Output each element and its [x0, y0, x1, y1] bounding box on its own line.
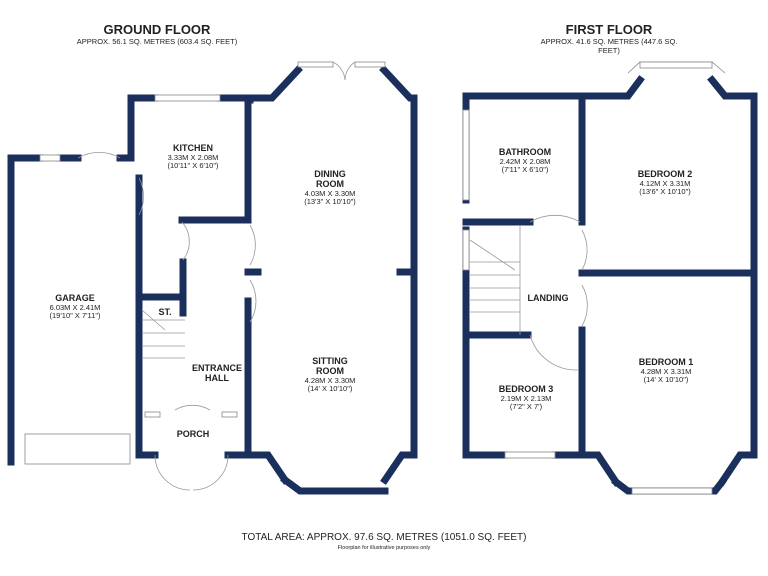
- room-size-metric: 4.28M X 3.30M: [304, 375, 356, 385]
- first-floor-heading: FIRST FLOOR APPROX. 41.6 SQ. METRES (447…: [530, 22, 689, 55]
- room-bathroom: BATHROOM 2.42M X 2.08M (7'11" X 6'10"): [498, 147, 552, 175]
- room-name: PORCH: [176, 429, 210, 439]
- ground-floor-heading: GROUND FLOOR APPROX. 56.1 SQ. METRES (60…: [77, 22, 237, 46]
- room-name: KITCHEN: [173, 143, 213, 153]
- room-kitchen: KITCHEN 3.33M X 2.08M (10'11" X 6'10"): [167, 143, 219, 171]
- room-dining: DINING ROOM 4.03M X 3.30M (13'3" X 10'10…: [300, 169, 360, 207]
- ground-floor-walls: [7, 65, 418, 485]
- room-name: BATHROOM: [498, 147, 552, 157]
- room-size-imperial: (19'10" X 7'11"): [49, 311, 101, 321]
- ground-floor-title: GROUND FLOOR: [103, 22, 211, 37]
- room-bedroom-1: BEDROOM 1 4.28M X 3.31M (14' X 10'10"): [638, 357, 694, 385]
- room-name: LANDING: [527, 293, 569, 303]
- first-floor-doors: [469, 214, 588, 371]
- room-entrance-hall: ENTRANCE HALL: [190, 363, 245, 384]
- room-sitting: SITTING ROOM 4.28M X 3.30M (14' X 10'10"…: [300, 356, 360, 394]
- first-floor-walls: [462, 75, 758, 487]
- ground-floor-area: APPROX. 56.1 SQ. METRES (603.4 SQ. FEET): [76, 37, 238, 46]
- room-porch: PORCH: [176, 429, 210, 440]
- room-size-metric: 4.28M X 3.31M: [640, 366, 692, 376]
- room-size-imperial: (14' X 10'10"): [643, 375, 689, 385]
- total-area: TOTAL AREA: APPROX. 97.6 SQ. METRES (105…: [241, 532, 527, 543]
- room-name: SITTING ROOM: [312, 356, 348, 376]
- ground-floor-windows: [24, 61, 389, 495]
- first-floor-windows: [462, 61, 727, 495]
- room-name: BEDROOM 3: [498, 384, 554, 394]
- room-size-metric: 4.03M X 3.30M: [304, 188, 356, 198]
- room-name: ST.: [158, 307, 172, 317]
- room-size-imperial: (7'2" X 7'): [509, 402, 543, 412]
- room-size-metric: 3.33M X 2.08M: [167, 152, 219, 162]
- room-size-imperial: (14' X 10'10"): [307, 384, 353, 394]
- room-size-imperial: (7'11" X 6'10"): [501, 165, 549, 175]
- room-size-imperial: (13'3" X 10'10"): [304, 197, 356, 207]
- room-size-metric: 2.42M X 2.08M: [499, 156, 551, 166]
- room-bedroom-3: BEDROOM 3 2.19M X 2.13M (7'2" X 7'): [498, 384, 554, 412]
- disclaimer: Floorplan for illustrative purposes only: [337, 545, 431, 551]
- room-name: ENTRANCE HALL: [191, 363, 242, 383]
- room-bedroom-2: BEDROOM 2 4.12M X 3.31M (13'6" X 10'10"): [637, 169, 693, 197]
- first-floor-title: FIRST FLOOR: [565, 22, 653, 37]
- room-size-imperial: (10'11" X 6'10"): [167, 161, 219, 171]
- room-name: BEDROOM 1: [638, 357, 694, 367]
- first-floor-area: APPROX. 41.6 SQ. METRES (447.6 SQ. FEET): [540, 37, 678, 55]
- room-name: DINING ROOM: [314, 169, 346, 189]
- footer: TOTAL AREA: APPROX. 97.6 SQ. METRES (105…: [242, 532, 527, 551]
- ground-floor-doors: [77, 61, 356, 491]
- room-size-imperial: (13'6" X 10'10"): [639, 187, 691, 197]
- room-garage: GARAGE 6.03M X 2.41M (19'10" X 7'11"): [49, 293, 101, 321]
- room-size-metric: 4.12M X 3.31M: [639, 178, 691, 188]
- room-store: ST.: [158, 307, 172, 318]
- room-size-metric: 6.03M X 2.41M: [49, 302, 101, 312]
- room-name: BEDROOM 2: [637, 169, 693, 179]
- room-name: GARAGE: [55, 293, 95, 303]
- room-landing: LANDING: [527, 293, 569, 304]
- room-size-metric: 2.19M X 2.13M: [500, 393, 552, 403]
